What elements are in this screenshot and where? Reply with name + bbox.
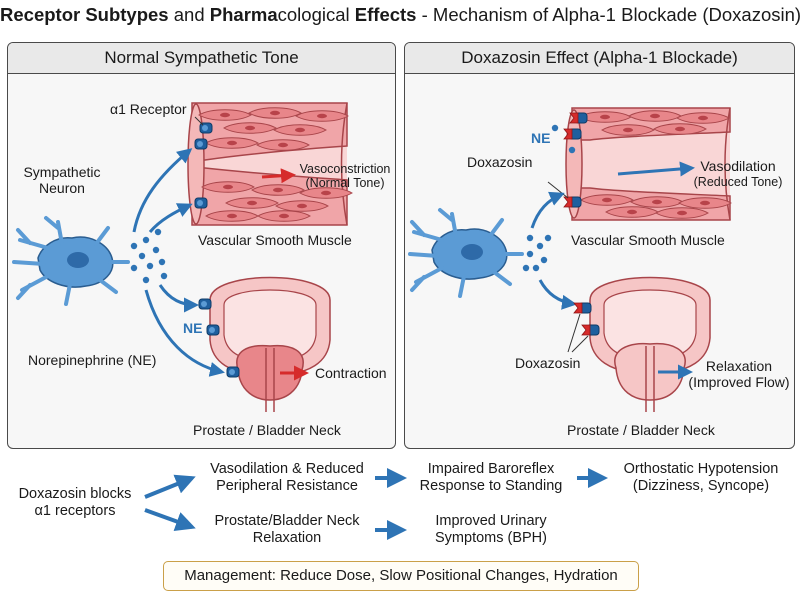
vasoconstriction-label: Vasoconstriction (Normal Tone) — [295, 162, 395, 190]
sympathetic-neuron-label-line1: Sympathetic — [23, 164, 101, 180]
left-ne-label: NE — [183, 320, 203, 336]
vasoconstriction-label-line1: Vasoconstriction — [299, 162, 391, 176]
flow-baroreflex-line1: Impaired Baroreflex — [427, 461, 555, 477]
right-ne-dot — [568, 146, 576, 154]
left-prostate-bladder — [209, 276, 331, 412]
vasodilation-arrow — [617, 161, 695, 177]
flow-hypotension-line2: (Dizziness, Syncope) — [632, 478, 770, 494]
right-prostate-label: Prostate / Bladder Neck — [567, 422, 715, 438]
doxazosin-effect-heading: Doxazosin Effect (Alpha-1 Blockade) — [405, 43, 794, 74]
relaxation-label-line2: (Improved Flow) — [688, 374, 790, 390]
left-prostate-receptor-mid — [206, 324, 220, 336]
title-text-cological: cological — [277, 4, 355, 25]
right-prostate-blocked-receptor-low — [581, 324, 600, 336]
left-neuron — [12, 216, 130, 306]
flow-prostate-relaxation-text: Prostate/Bladder Neck Relaxation — [196, 513, 378, 547]
left-ne-dots — [130, 228, 168, 284]
flow-hypotension-line1: Orthostatic Hypotension — [623, 461, 779, 477]
left-arrow-to-prostate-low — [144, 289, 225, 377]
flow-start-line1: Doxazosin blocks — [18, 486, 132, 502]
flow-arrows — [144, 468, 608, 540]
left-arrow-to-vessel-top — [132, 148, 193, 233]
alpha1-receptor-label: α1 Receptor — [110, 101, 187, 117]
flow-start-line2: α1 receptors — [34, 503, 116, 519]
vasoconstriction-label-line2: (Normal Tone) — [305, 176, 385, 190]
contraction-label: Contraction — [315, 365, 387, 381]
left-alpha1-receptor-mid — [194, 138, 208, 150]
flow-urinary-symptoms-line2: Symptoms (BPH) — [435, 530, 547, 546]
title-bold-pharma: Pharma — [209, 4, 278, 25]
flow-vasodilation-line1: Vasodilation & Reduced — [210, 461, 364, 477]
flow-prostate-relaxation-line1: Prostate/Bladder Neck — [214, 513, 360, 529]
right-prostate-blocked-receptor-top — [573, 302, 592, 314]
left-prostate-receptor-low — [226, 366, 240, 378]
right-ne-dot — [551, 124, 559, 132]
right-vessel-blocked-receptor-low — [563, 196, 582, 208]
management-box: Management: Reduce Dose, Slow Positional… — [163, 561, 639, 591]
right-vessel-label: Vascular Smooth Muscle — [571, 232, 725, 248]
left-arrow-to-vessel-low — [148, 203, 193, 233]
alpha-receptor-pointer — [194, 116, 204, 126]
vasodilation-label-line1: Vasodilation — [700, 158, 776, 174]
right-vessel-blocked-receptor-mid — [563, 128, 582, 140]
title-text-and: and — [168, 4, 210, 25]
norepinephrine-label: Norepinephrine (NE) — [28, 352, 157, 368]
flow-urinary-symptoms-line1: Improved Urinary — [435, 513, 547, 529]
right-prostate-bladder — [589, 276, 711, 412]
left-blood-vessel — [187, 102, 353, 226]
flow-hypotension-text: Orthostatic Hypotension (Dizziness, Sync… — [606, 461, 796, 495]
flow-prostate-relaxation-line2: Relaxation — [252, 530, 322, 546]
normal-tone-heading: Normal Sympathetic Tone — [8, 43, 395, 74]
left-arrow-to-prostate-top — [158, 284, 199, 313]
relaxation-label: Relaxation (Improved Flow) — [684, 358, 794, 390]
doxazosin-top-label: Doxazosin — [467, 154, 533, 170]
relaxation-label-line1: Relaxation — [705, 358, 773, 374]
page-title: Receptor Subtypes and Pharmacological Ef… — [0, 4, 800, 26]
right-arrow-to-prostate — [538, 279, 577, 310]
left-vessel-label: Vascular Smooth Muscle — [198, 232, 352, 248]
right-neuron — [408, 208, 524, 298]
title-text-mechanism: - Mechanism of Alpha-1 Blockade (Doxazos… — [416, 4, 800, 25]
doxazosin-bottom-pointer-1 — [567, 313, 581, 353]
sympathetic-neuron-label: Sympathetic Neuron — [20, 164, 104, 196]
flow-urinary-symptoms-text: Improved Urinary Symptoms (BPH) — [405, 513, 577, 547]
left-prostate-label: Prostate / Bladder Neck — [193, 422, 341, 438]
right-blood-vessel — [565, 107, 732, 221]
sympathetic-neuron-label-line2: Neuron — [39, 180, 85, 196]
vasodilation-label-line2: (Reduced Tone) — [693, 175, 783, 189]
flow-baroreflex-line2: Response to Standing — [419, 478, 563, 494]
flow-vasodilation-text: Vasodilation & Reduced Peripheral Resist… — [196, 461, 378, 495]
left-prostate-receptor-top — [198, 298, 212, 310]
title-bold-receptor-subtypes: Receptor Subtypes — [0, 4, 169, 25]
left-alpha1-receptor-low — [194, 197, 208, 209]
right-ne-label: NE — [531, 130, 551, 146]
flow-vasodilation-line2: Peripheral Resistance — [216, 478, 358, 494]
doxazosin-bottom-label: Doxazosin — [515, 355, 581, 371]
right-ne-dots — [522, 234, 552, 272]
vasoconstriction-arrow — [261, 168, 296, 184]
right-arrow-to-vessel — [530, 191, 565, 229]
doxazosin-bottom-pointer-2 — [571, 335, 589, 353]
vasodilation-label: Vasodilation (Reduced Tone) — [688, 158, 788, 190]
title-bold-effects: Effects — [354, 4, 417, 25]
flow-start-text: Doxazosin blocks α1 receptors — [5, 486, 145, 520]
flow-baroreflex-text: Impaired Baroreflex Response to Standing — [405, 461, 577, 495]
